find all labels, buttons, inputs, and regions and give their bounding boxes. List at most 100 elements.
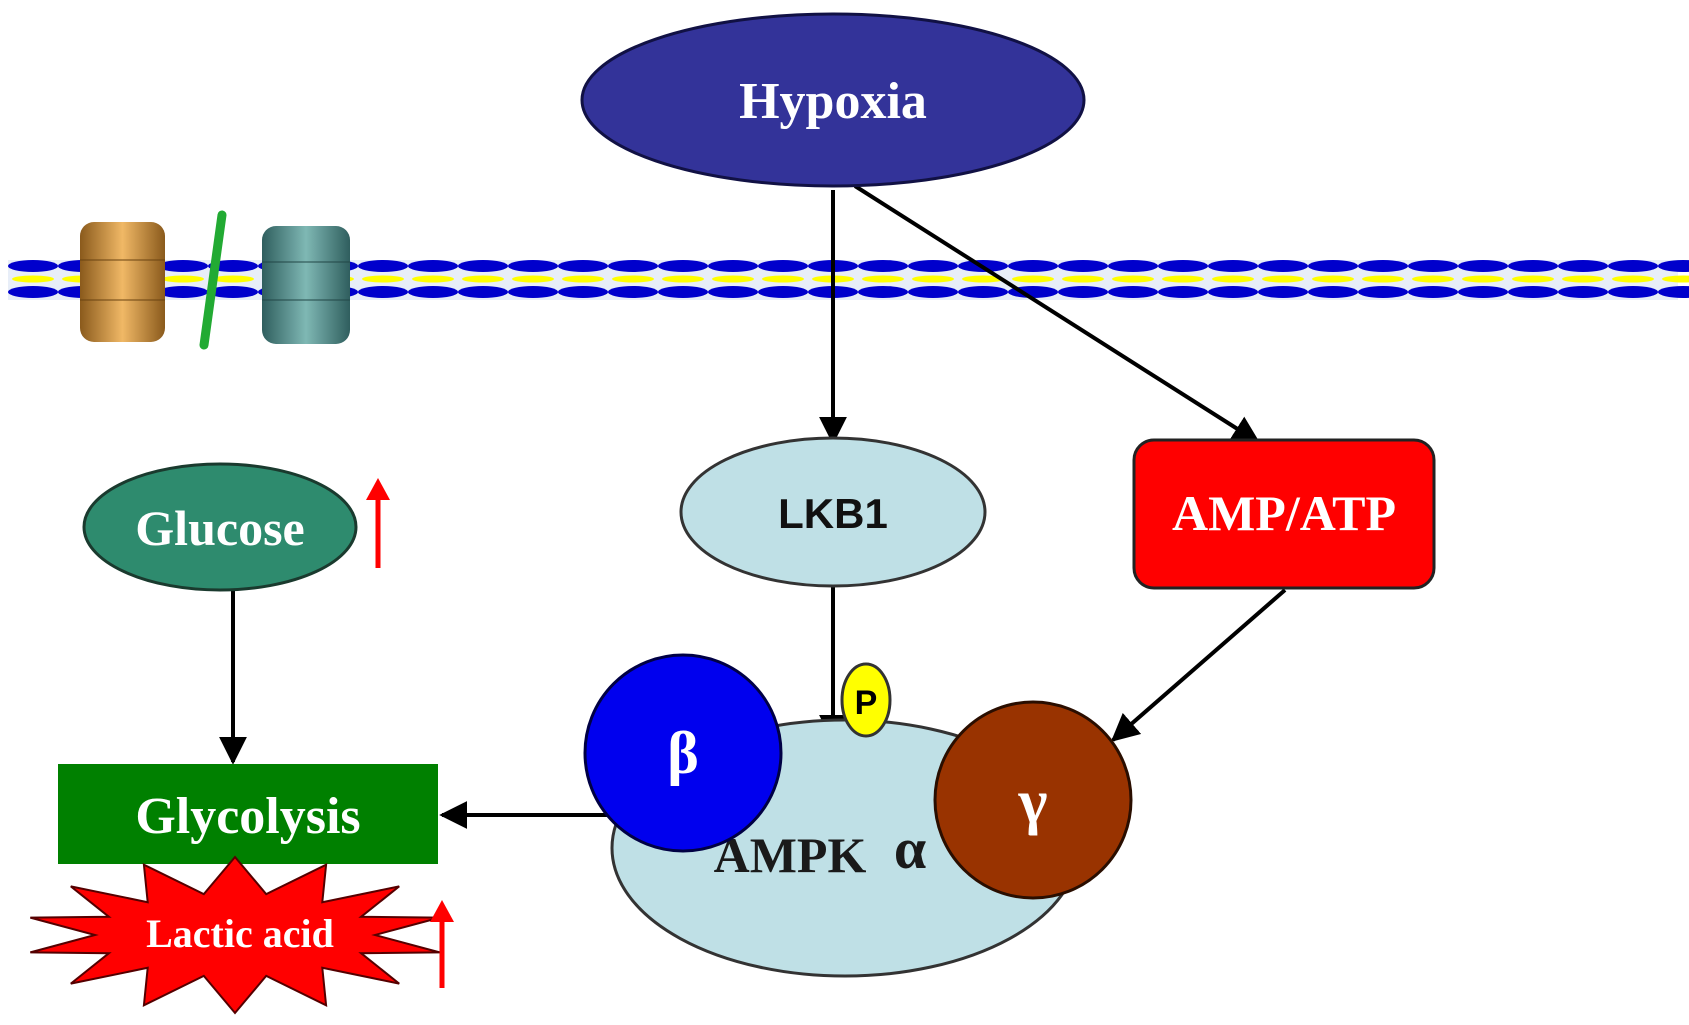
membrane-lipid-head: [858, 260, 908, 272]
membrane-lipid-tail: [1662, 275, 1689, 283]
membrane-lipid-head: [1058, 260, 1108, 272]
membrane-lipid-head: [458, 286, 508, 298]
lactic-acid-starburst: [30, 855, 440, 1015]
membrane-lipid-tail: [662, 275, 704, 283]
membrane-lipid-head: [1208, 286, 1258, 298]
membrane-lipid-head: [8, 286, 58, 298]
membrane-lipid-head: [358, 286, 408, 298]
membrane-lipid-tail: [762, 275, 804, 283]
membrane-lipid-tail: [862, 275, 904, 283]
membrane-lipid-tail: [612, 275, 654, 283]
membrane-lipid-tail: [12, 275, 54, 283]
membrane-lipid-head: [8, 260, 58, 272]
membrane-lipid-tail: [1112, 275, 1154, 283]
membrane-lipid-tail: [162, 275, 204, 283]
membrane-lipid-tail: [412, 275, 454, 283]
membrane-lipid-head: [1158, 260, 1208, 272]
membrane-lipid-tail: [1412, 275, 1454, 283]
membrane-lipid-head: [908, 286, 958, 298]
membrane-lipid-tail: [1162, 275, 1204, 283]
membrane-lipid-tail: [912, 275, 954, 283]
membrane-lipid-head: [1408, 286, 1458, 298]
membrane-lipid-head: [1508, 260, 1558, 272]
membrane-lipid-tail: [1012, 275, 1054, 283]
membrane-lipid-head: [1358, 286, 1408, 298]
membrane-lipid-head: [1558, 260, 1608, 272]
membrane-lipid-head: [1658, 260, 1689, 272]
membrane-lipid-head: [758, 286, 808, 298]
membrane-lipid-tail: [462, 275, 504, 283]
membrane-lipid-head: [608, 286, 658, 298]
arrows: [219, 184, 1287, 829]
gamma-label: γ: [1017, 768, 1047, 836]
glucose-increase-icon: [366, 478, 390, 568]
membrane-lipid-tail: [1462, 275, 1504, 283]
membrane-lipid-head: [1258, 286, 1308, 298]
membrane-lipid-tail: [1212, 275, 1254, 283]
orange-channel-icon: [80, 222, 165, 342]
membrane-lipid-head: [508, 260, 558, 272]
lactic-acid-increase-icon: [430, 900, 454, 988]
membrane-lipid-head: [558, 286, 608, 298]
membrane-lipid-tail: [1262, 275, 1304, 283]
gamma-subunit: γ: [933, 700, 1133, 900]
membrane-lipid-head: [458, 260, 508, 272]
membrane-bilayer-pattern: [8, 260, 1689, 298]
membrane-lipid-head: [1108, 260, 1158, 272]
hypoxia-label: Hypoxia: [739, 73, 927, 130]
membrane-lipid-head: [1408, 260, 1458, 272]
membrane-channels: [80, 210, 350, 350]
phospho-badge: P: [840, 662, 892, 738]
membrane-lipid-head: [1608, 286, 1658, 298]
membrane-lipid-tail: [962, 275, 1004, 283]
membrane-lipid-tail: [562, 275, 604, 283]
membrane-lipid-head: [908, 260, 958, 272]
membrane-lipid-head: [758, 260, 808, 272]
membrane-lipid-head: [508, 286, 558, 298]
membrane-lipid-tail: [712, 275, 754, 283]
membrane-lipid-head: [708, 286, 758, 298]
membrane-lipid-head: [558, 260, 608, 272]
lactic-acid-label: Lactic acid: [146, 911, 334, 956]
membrane-lipid-head: [708, 260, 758, 272]
beta-label: β: [667, 720, 699, 786]
membrane-lipid-tail: [212, 275, 254, 283]
membrane-lipid-tail: [1062, 275, 1104, 283]
membrane-lipid-head: [1608, 260, 1658, 272]
phospho-label: P: [855, 684, 878, 722]
arrow-amp-atp-to-gamma: [1110, 588, 1287, 742]
membrane-lipid-head: [858, 286, 908, 298]
membrane-lipid-head: [608, 260, 658, 272]
amp-atp-label: AMP/ATP: [1172, 485, 1396, 541]
membrane-lipid-head: [1658, 286, 1689, 298]
membrane-lipid-tail: [1562, 275, 1604, 283]
membrane-lipid-head: [1508, 286, 1558, 298]
membrane-lipid-tail: [1312, 275, 1354, 283]
membrane-lipid-head: [408, 286, 458, 298]
glycolysis-node: Glycolysis: [58, 764, 438, 864]
membrane-lipid-tail: [1612, 275, 1654, 283]
membrane-lipid-head: [658, 286, 708, 298]
teal-channel-icon: [262, 226, 350, 344]
membrane-lipid-head: [658, 260, 708, 272]
membrane-lipid-head: [1308, 260, 1358, 272]
membrane-lipid-head: [1208, 260, 1258, 272]
membrane-lipid-head: [1158, 286, 1208, 298]
membrane-lipid-tail: [1362, 275, 1404, 283]
membrane-lipid-tail: [362, 275, 404, 283]
membrane-lipid-head: [1058, 286, 1108, 298]
membrane-lipid-head: [408, 260, 458, 272]
membrane-lipid-head: [1358, 260, 1408, 272]
glucose-label: Glucose: [135, 500, 304, 556]
membrane-lipid-head: [958, 286, 1008, 298]
hypoxia-node: Hypoxia: [580, 12, 1086, 188]
membrane-lipid-head: [1458, 286, 1508, 298]
membrane-lipid-head: [1258, 260, 1308, 272]
alpha-label: α: [894, 816, 926, 881]
membrane-lipid-head: [1008, 260, 1058, 272]
ampk-label: AMPK: [714, 827, 867, 883]
membrane-lipid-head: [208, 260, 258, 272]
amp-atp-node: AMP/ATP: [1132, 438, 1436, 590]
